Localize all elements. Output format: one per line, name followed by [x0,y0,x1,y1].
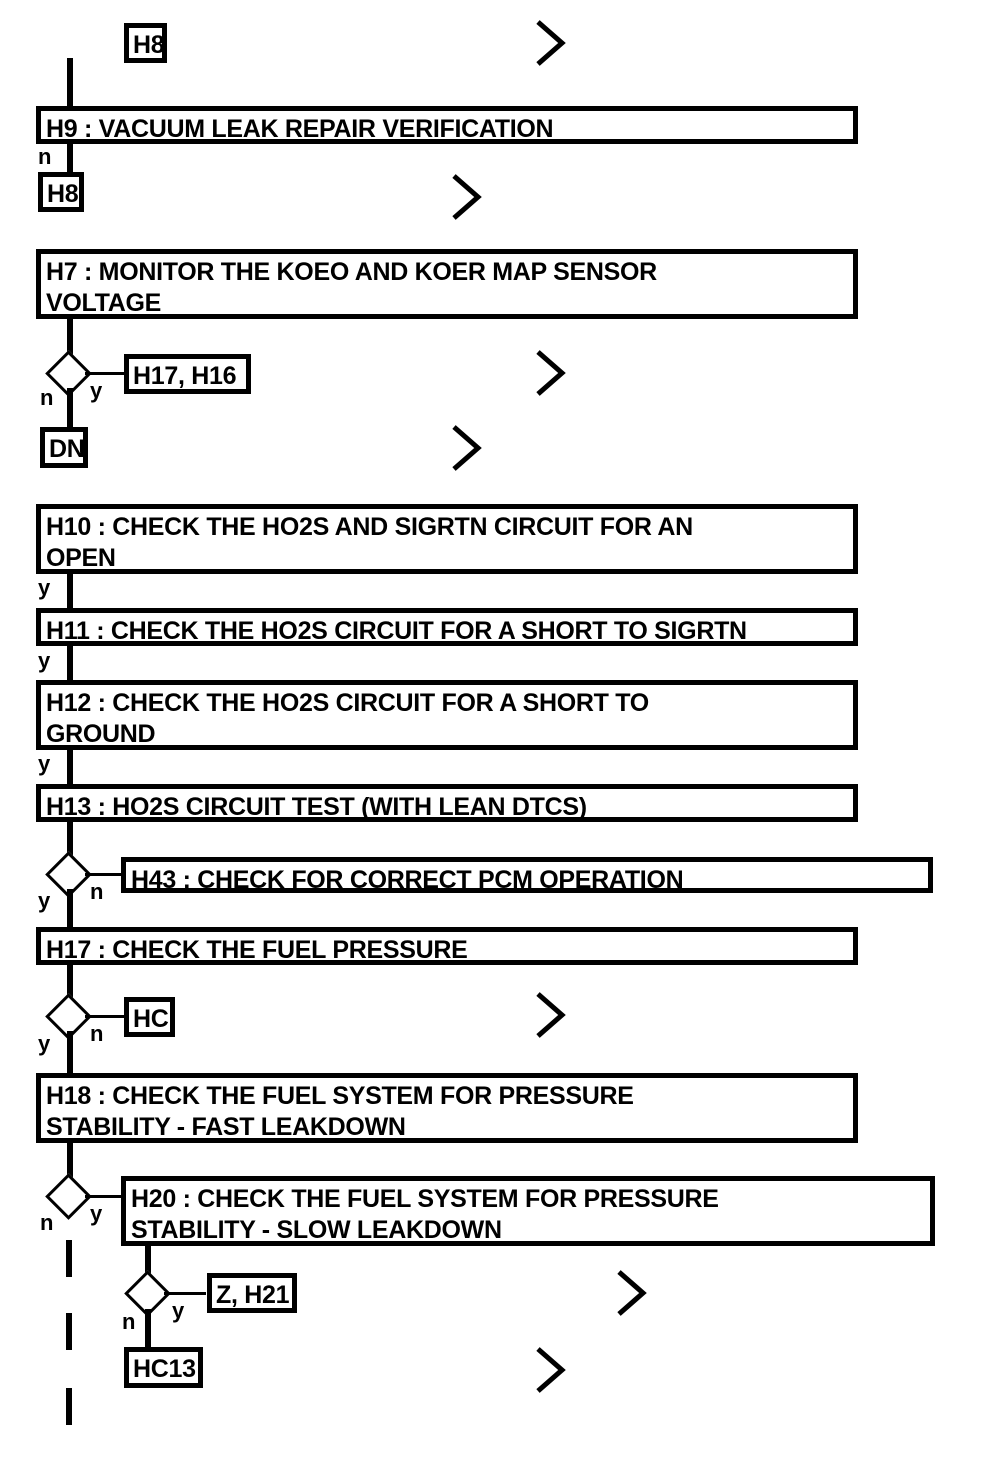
branch-label-h17-no: n [90,1021,104,1046]
connector-h12-to-h13 [67,750,73,784]
branch-label-h7-no: n [40,385,54,410]
connector-h18-to-decision [67,1143,73,1183]
branch-label-h11-yes: y [38,648,51,673]
dashed-connector-segment-3 [66,1388,72,1425]
step-box-h12[interactable]: H12 : CHECK THE HO2S CIRCUIT FOR A SHORT… [36,680,858,750]
reference-box-h8-top[interactable]: H8 [124,23,167,63]
step-box-h9[interactable]: H9 : VACUUM LEAK REPAIR VERIFICATION [36,106,858,144]
reference-box-h8[interactable]: H8 [38,172,84,212]
step-box-h20[interactable]: H20 : CHECK THE FUEL SYSTEM FOR PRESSURE… [121,1176,935,1246]
branch-label-h7-yes: y [90,378,103,403]
connector-h7-to-dn [67,388,73,430]
connector-h9-to-h8 [67,144,73,176]
chevron-right-icon-6 [615,1268,649,1318]
connector-h20-to-hc13 [145,1309,151,1349]
step-box-h18[interactable]: H18 : CHECK THE FUEL SYSTEM FOR PRESSURE… [36,1073,858,1143]
connector-h17-to-decision [67,965,73,1003]
connector-h11-to-h12 [67,646,73,680]
connector-h13-to-decision [67,822,73,861]
reference-box-h17-h16[interactable]: H17, H16 [124,354,251,394]
reference-box-z-h21[interactable]: Z, H21 [207,1273,297,1313]
connector-h20-to-decision [145,1246,151,1282]
branch-label-h13-yes: y [38,888,51,913]
branch-label-h18-no: n [40,1210,54,1235]
step-box-h7[interactable]: H7 : MONITOR THE KOEO AND KOER MAP SENSO… [36,249,858,319]
branch-label-h20-no: n [122,1309,136,1334]
chevron-right-icon-1 [534,18,568,68]
reference-box-hc[interactable]: HC [124,997,175,1037]
connector-h17-no [85,1015,125,1018]
chevron-right-icon-5 [534,990,568,1040]
chevron-right-icon-4 [450,423,484,473]
branch-label-h17-yes: y [38,1031,51,1056]
chevron-right-icon-2 [450,172,484,222]
chevron-right-icon-3 [534,348,568,398]
reference-box-dn[interactable]: DN [40,427,88,468]
connector-h17-to-h18 [67,1031,73,1075]
branch-label-h9-no: n [38,144,52,169]
connector-h13-no [85,873,123,876]
step-box-h43[interactable]: H43 : CHECK FOR CORRECT PCM OPERATION [121,857,933,893]
reference-box-hc13[interactable]: HC13 [124,1347,203,1388]
connector-h13-to-h17 [67,889,73,929]
branch-label-h18-yes: y [90,1201,103,1226]
branch-label-h13-no: n [90,879,104,904]
connector-h20-yes [164,1292,206,1295]
step-box-h10[interactable]: H10 : CHECK THE HO2S AND SIGRTN CIRCUIT … [36,504,858,574]
connector-h7-to-decision [67,319,73,357]
dashed-connector-segment-2 [66,1313,72,1350]
step-box-h17[interactable]: H17 : CHECK THE FUEL PRESSURE [36,927,858,965]
chevron-right-icon-7 [534,1345,568,1395]
step-box-h11[interactable]: H11 : CHECK THE HO2S CIRCUIT FOR A SHORT… [36,608,858,646]
connector-into-h9 [67,58,73,108]
connector-h10-to-h11 [67,574,73,608]
branch-label-h10-yes: y [38,575,51,600]
branch-label-h20-yes: y [172,1298,185,1323]
step-box-h13[interactable]: H13 : HO2S CIRCUIT TEST (WITH LEAN DTCS) [36,784,858,822]
dashed-connector-segment-1 [66,1240,72,1277]
connector-h18-yes [85,1195,123,1198]
connector-h7-yes [85,372,125,375]
branch-label-h12-yes: y [38,751,51,776]
